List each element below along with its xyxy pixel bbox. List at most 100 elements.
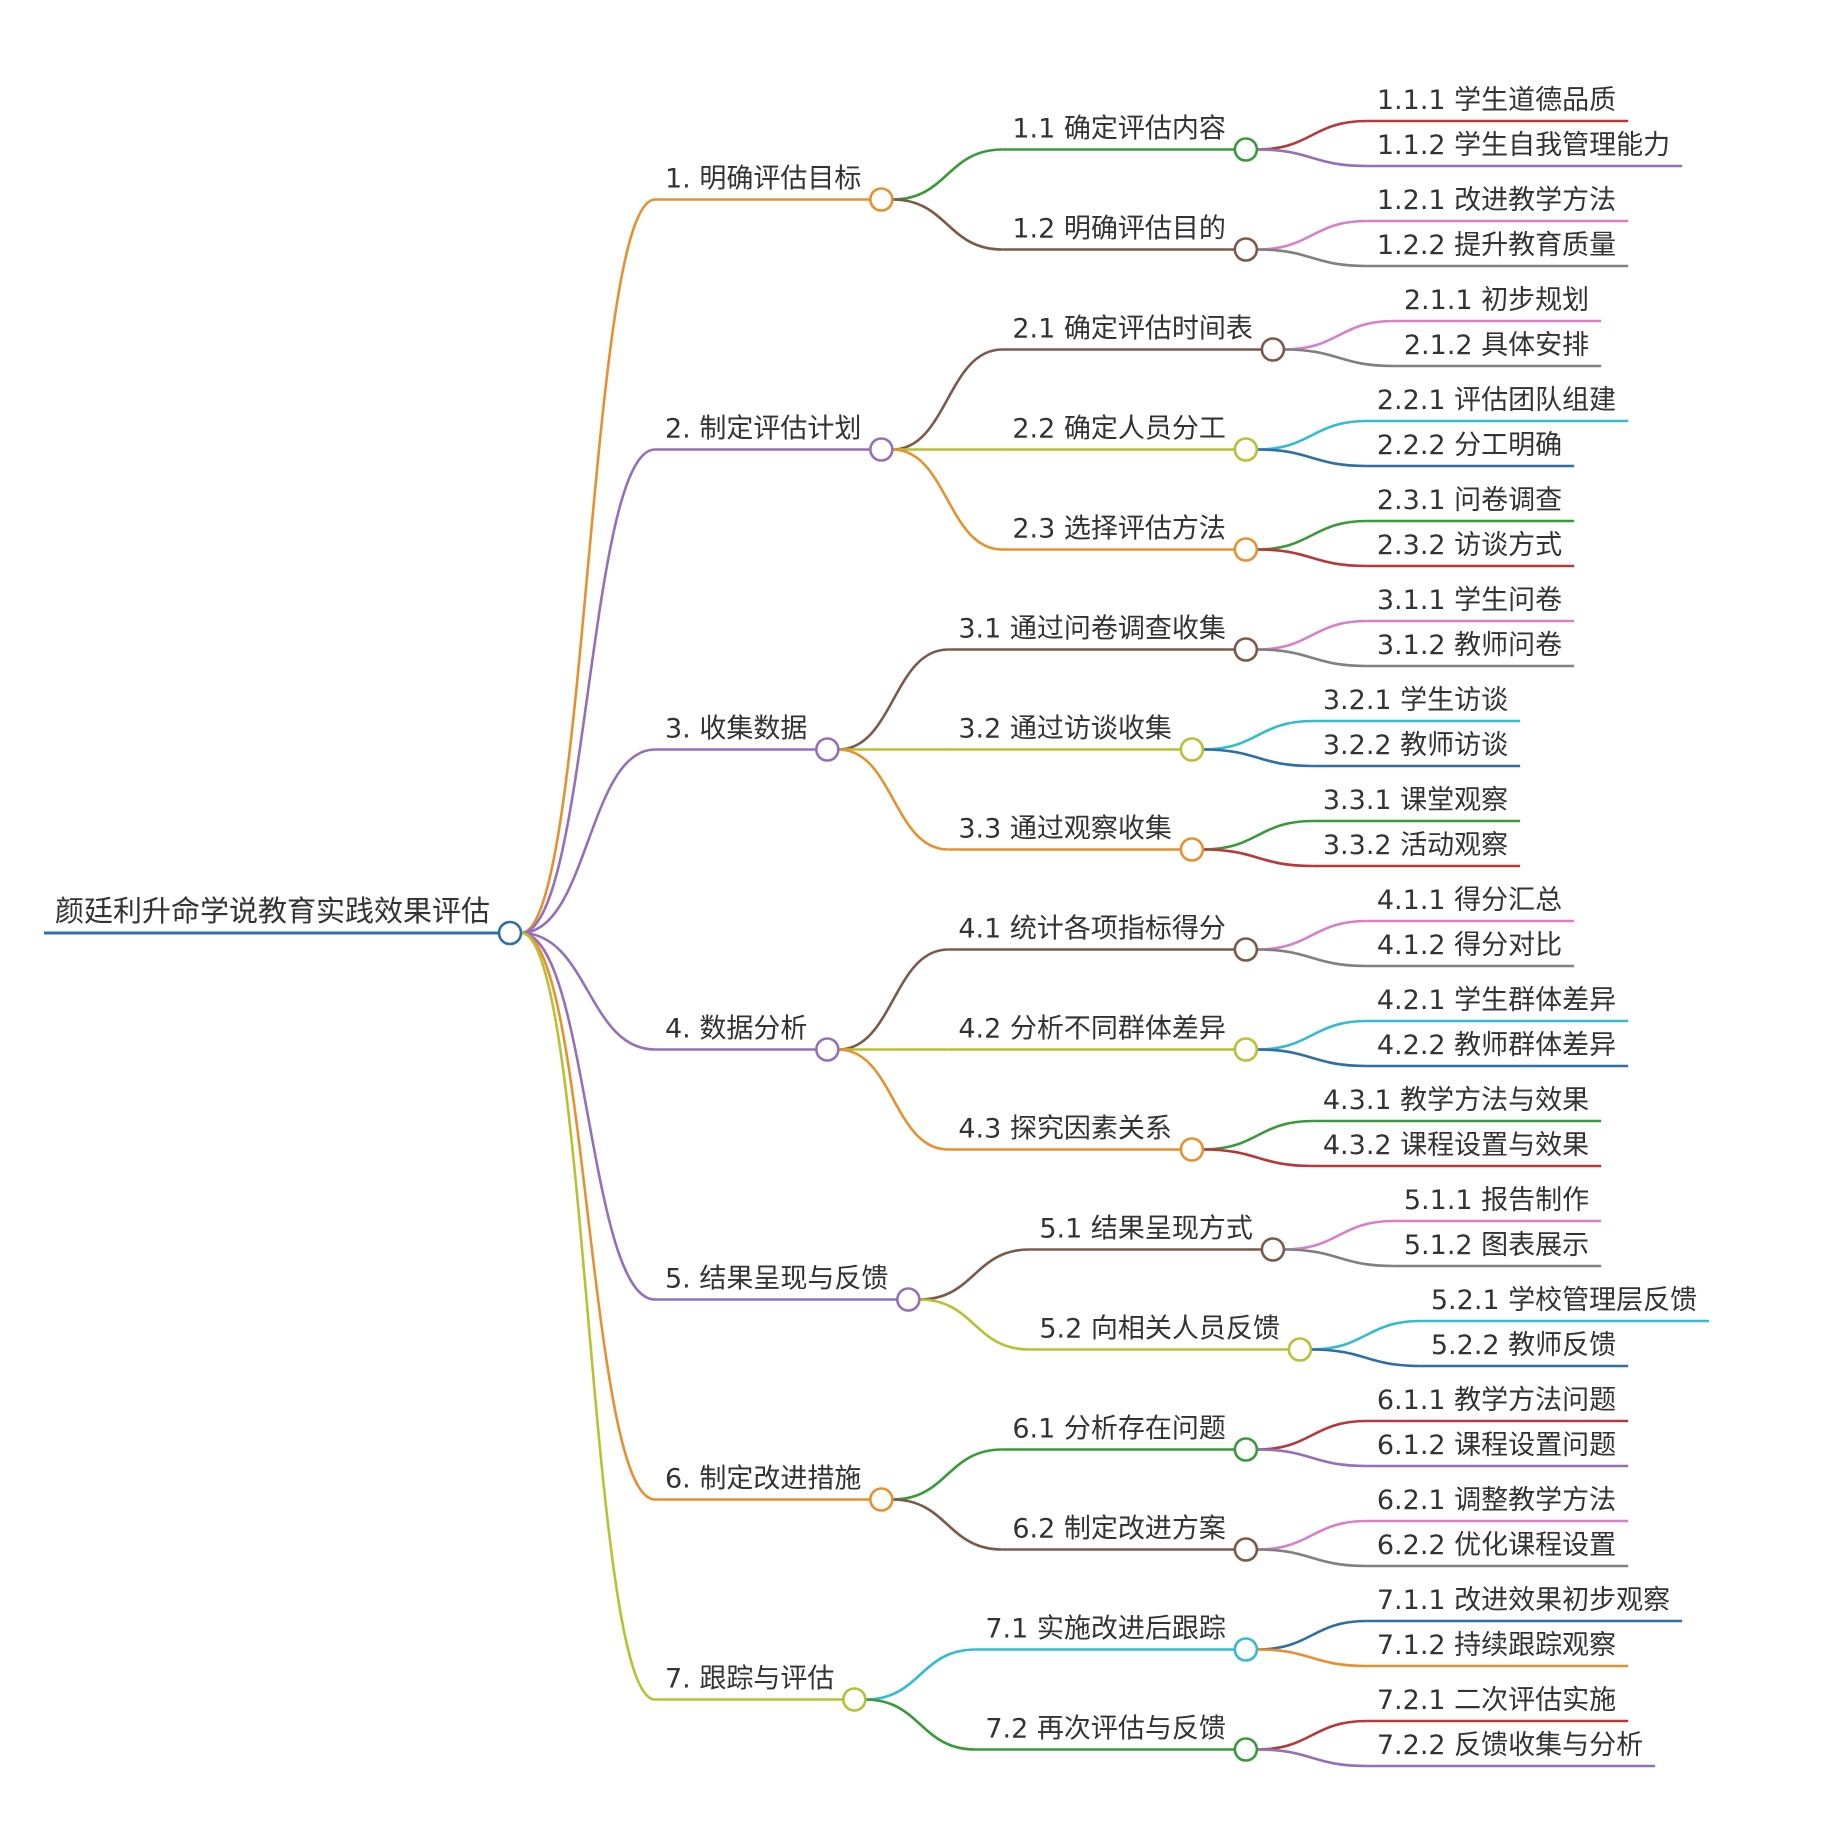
sub-branch-5-2-connector xyxy=(919,1298,1030,1351)
leaf-6-2-2-connector xyxy=(1256,1548,1367,1568)
sub-branch-3-2-node[interactable] xyxy=(1179,737,1205,762)
leaf-5-1-2-connector xyxy=(1283,1248,1394,1268)
sub-branch-3-3-node[interactable] xyxy=(1179,837,1205,862)
leaf-7-1-1-connector xyxy=(1256,1619,1367,1651)
branch-5-node[interactable] xyxy=(896,1287,921,1312)
leaf-7-1-2-connector xyxy=(1256,1648,1367,1668)
sub-branch-7-1-node[interactable] xyxy=(1233,1637,1259,1662)
sub-branch-4-1-node[interactable] xyxy=(1233,937,1259,962)
leaf-1-1-1-connector xyxy=(1256,119,1367,151)
sub-branch-2-1-label: 2.1 确定评估时间表 xyxy=(1012,314,1253,345)
sub-branch-2-2-node[interactable] xyxy=(1233,437,1259,462)
leaf-4-1-2-connector xyxy=(1256,948,1367,968)
sub-branch-3-1-label: 3.1 通过问卷调查收集 xyxy=(958,614,1226,645)
sub-branch-5-2-label: 5.2 向相关人员反馈 xyxy=(1039,1314,1280,1345)
sub-branch-3-3-connector xyxy=(838,748,949,851)
leaf-4-2-1-label: 4.2.1 学生群体差异 xyxy=(1377,985,1616,1016)
sub-branch-5-1-connector xyxy=(919,1248,1030,1301)
sub-branch-2-3-node[interactable] xyxy=(1233,537,1259,562)
sub-branch-2-1-node[interactable] xyxy=(1260,337,1286,362)
leaf-5-2-1-connector xyxy=(1310,1319,1421,1351)
sub-branch-1-2-node[interactable] xyxy=(1233,237,1259,262)
leaf-6-2-2-label: 6.2.2 优化课程设置 xyxy=(1377,1530,1616,1561)
sub-branch-7-2-node[interactable] xyxy=(1233,1737,1259,1762)
branch-6-node[interactable] xyxy=(869,1487,894,1512)
leaf-2-1-1-connector xyxy=(1283,319,1394,351)
leaf-1-2-2-label: 1.2.2 提升教育质量 xyxy=(1377,230,1616,261)
leaf-7-1-2-label: 7.1.2 持续跟踪观察 xyxy=(1377,1630,1616,1661)
sub-branch-4-3-label: 4.3 探究因素关系 xyxy=(958,1114,1172,1145)
branch-3-node[interactable] xyxy=(815,737,840,762)
leaf-2-2-2-label: 2.2.2 分工明确 xyxy=(1377,430,1562,461)
leaf-5-1-1-connector xyxy=(1283,1219,1394,1251)
sub-branch-6-2-connector xyxy=(892,1498,1003,1551)
sub-branch-4-3-node[interactable] xyxy=(1179,1137,1205,1162)
leaf-3-3-2-label: 3.3.2 活动观察 xyxy=(1323,830,1508,861)
sub-branch-5-1-node[interactable] xyxy=(1260,1237,1286,1262)
branch-7-node[interactable] xyxy=(842,1687,867,1712)
leaf-2-1-1-label: 2.1.1 初步规划 xyxy=(1404,285,1589,316)
leaf-4-3-2-connector xyxy=(1202,1148,1313,1168)
leaf-3-2-1-label: 3.2.1 学生访谈 xyxy=(1323,685,1508,716)
leaf-3-1-2-label: 3.1.2 教师问卷 xyxy=(1377,630,1562,661)
sub-branch-1-2-label: 1.2 明确评估目的 xyxy=(1012,214,1226,245)
leaf-2-2-1-label: 2.2.1 评估团队组建 xyxy=(1377,385,1616,416)
sub-branch-4-1-connector xyxy=(838,948,949,1051)
leaf-1-1-2-connector xyxy=(1256,148,1367,168)
branch-4-node[interactable] xyxy=(815,1037,840,1062)
sub-branch-6-2-label: 6.2 制定改进方案 xyxy=(1012,1514,1226,1545)
sub-branch-6-1-label: 6.1 分析存在问题 xyxy=(1012,1414,1226,1445)
leaf-2-3-2-connector xyxy=(1256,548,1367,568)
branch-2-node[interactable] xyxy=(869,437,894,462)
leaf-2-3-1-label: 2.3.1 问卷调查 xyxy=(1377,485,1562,516)
branch-1-node[interactable] xyxy=(869,187,894,212)
sub-branch-2-2-label: 2.2 确定人员分工 xyxy=(1012,414,1226,445)
branch-6-connector xyxy=(520,931,656,1501)
leaf-3-3-1-label: 3.3.1 课堂观察 xyxy=(1323,785,1508,816)
sub-branch-3-3-label: 3.3 通过观察收集 xyxy=(958,814,1172,845)
branch-3-connector xyxy=(520,748,656,935)
sub-branch-6-1-node[interactable] xyxy=(1233,1437,1259,1462)
leaf-7-2-2-label: 7.2.2 反馈收集与分析 xyxy=(1377,1730,1643,1761)
leaf-7-2-1-label: 7.2.1 二次评估实施 xyxy=(1377,1685,1616,1716)
leaf-5-1-2-label: 5.1.2 图表展示 xyxy=(1404,1230,1589,1261)
branch-7-connector xyxy=(520,931,656,1701)
sub-branch-6-2-node[interactable] xyxy=(1233,1537,1259,1562)
leaf-2-1-2-connector xyxy=(1283,348,1394,368)
leaf-4-2-2-connector xyxy=(1256,1048,1367,1068)
sub-branch-3-1-connector xyxy=(838,648,949,751)
leaf-7-2-1-connector xyxy=(1256,1719,1367,1751)
leaf-7-1-1-label: 7.1.1 改进效果初步观察 xyxy=(1377,1585,1670,1616)
leaf-5-2-2-label: 5.2.2 教师反馈 xyxy=(1431,1330,1616,1361)
leaf-6-1-1-connector xyxy=(1256,1419,1367,1451)
connector-layer xyxy=(44,119,1710,1768)
leaf-5-1-1-label: 5.1.1 报告制作 xyxy=(1404,1185,1589,1216)
branch-1-connector xyxy=(520,198,656,935)
leaf-2-1-2-label: 2.1.2 具体安排 xyxy=(1404,330,1589,361)
root-topic-label: 颜廷利升命学说教育实践效果评估 xyxy=(55,894,490,928)
leaf-4-1-1-connector xyxy=(1256,919,1367,951)
leaf-2-2-2-connector xyxy=(1256,448,1367,468)
leaf-1-2-1-label: 1.2.1 改进教学方法 xyxy=(1377,185,1616,216)
sub-branch-4-3-connector xyxy=(838,1048,949,1151)
root-node[interactable] xyxy=(497,920,523,946)
sub-branch-1-2-connector xyxy=(892,198,1003,251)
sub-branch-5-2-node[interactable] xyxy=(1287,1337,1313,1362)
leaf-3-1-1-label: 3.1.1 学生问卷 xyxy=(1377,585,1562,616)
sub-branch-1-1-node[interactable] xyxy=(1233,137,1259,162)
sub-branch-3-1-node[interactable] xyxy=(1233,637,1259,662)
sub-branch-3-2-label: 3.2 通过访谈收集 xyxy=(958,714,1172,745)
leaf-3-3-2-connector xyxy=(1202,848,1313,868)
leaf-6-2-1-connector xyxy=(1256,1519,1367,1551)
leaf-6-1-2-connector xyxy=(1256,1448,1367,1468)
leaf-2-2-1-connector xyxy=(1256,419,1367,451)
sub-branch-4-2-node[interactable] xyxy=(1233,1037,1259,1062)
leaf-4-2-1-connector xyxy=(1256,1019,1367,1051)
sub-branch-1-1-connector xyxy=(892,148,1003,201)
leaf-4-1-2-label: 4.1.2 得分对比 xyxy=(1377,930,1562,961)
leaf-6-2-1-label: 6.2.1 调整教学方法 xyxy=(1377,1485,1616,1516)
leaf-3-2-2-connector xyxy=(1202,748,1313,768)
branch-2-connector xyxy=(520,448,656,935)
leaf-6-1-2-label: 6.1.2 课程设置问题 xyxy=(1377,1430,1616,1461)
